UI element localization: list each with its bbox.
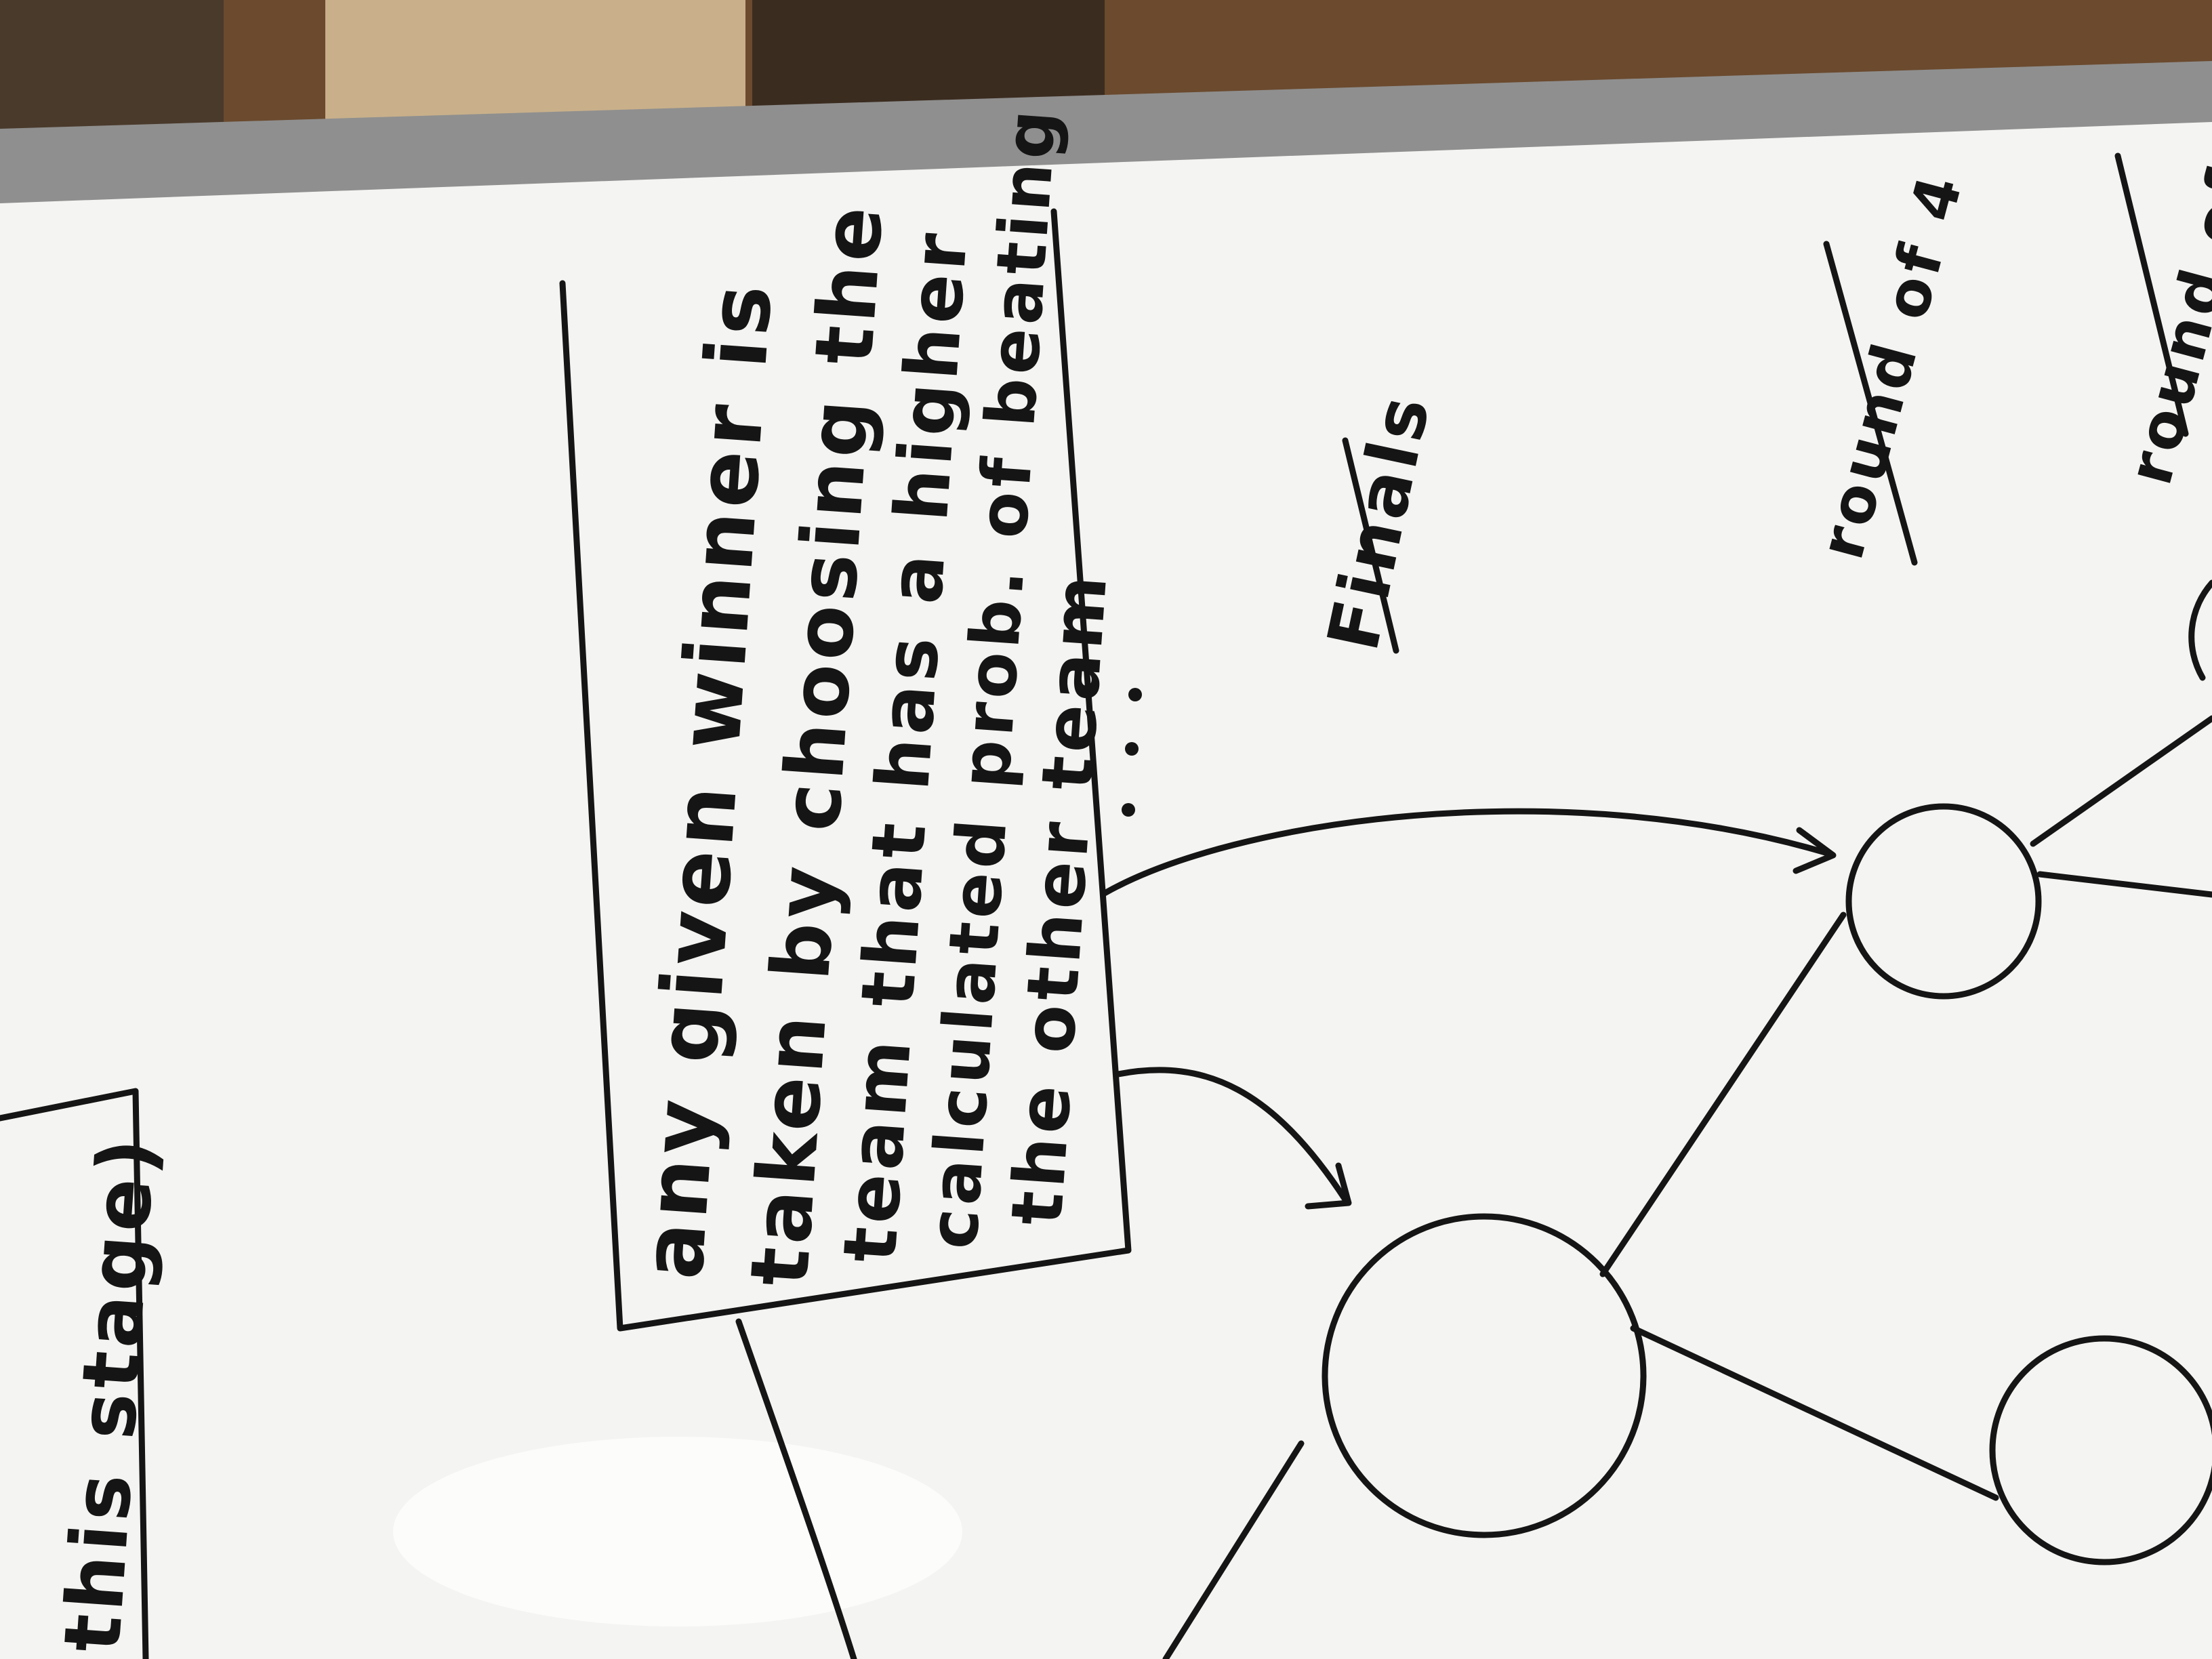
dot-3 [1128,688,1142,701]
arrow-to-finals [1101,808,1833,897]
glare [393,1437,962,1626]
dot-1 [1122,803,1135,817]
arrow-to-finals-head [1793,827,1837,874]
window-blinds [325,0,745,129]
shelf [0,0,224,142]
bracket-node-round4-b [1989,1335,2212,1565]
note-box-outline [559,208,1132,1332]
bracket-node-round4-a [1322,1213,1647,1538]
dot-2 [1125,742,1139,756]
finals-underline [1342,437,1399,654]
bracket-node-round8-partial [2188,579,2212,681]
left-note-box [0,1088,149,1659]
connector-finals-round4a [1599,912,1847,1277]
connector-finals-right [2036,871,2212,898]
connector-round4a-round4b [1630,1325,1999,1501]
connector-note-lower [735,1318,857,1659]
arrow-to-round4 [1115,1067,1349,1203]
connector-round4a-lower [1162,1440,1305,1659]
connector-finals-round8 [2030,715,2212,847]
chair [752,0,1105,115]
arrow-to-round4-head [1305,1162,1352,1210]
round4-underline [1823,241,1918,566]
bracket-node-finals [1845,803,2042,1000]
round8-underline [2114,152,2189,437]
